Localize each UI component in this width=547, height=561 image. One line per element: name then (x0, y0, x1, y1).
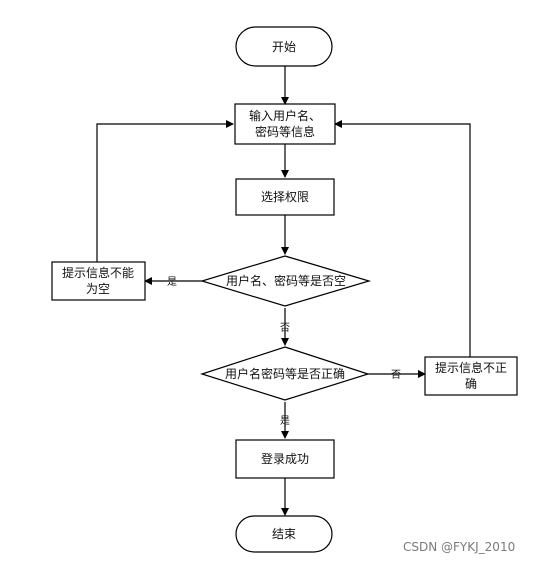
tip-empty-label-line1: 提示信息不能 (62, 265, 134, 280)
edge-label-no-correct: 否 (391, 369, 401, 381)
input-label-line1: 输入用户名、 (249, 108, 321, 123)
start-terminal (235, 26, 333, 67)
csdn-watermark: CSDN @FYKJ_2010 (403, 540, 515, 554)
end-label: 结束 (272, 527, 296, 541)
edge-tip-incorrect-to-input (334, 120, 471, 357)
select-permission-label: 选择权限 (261, 190, 309, 204)
end-terminal (235, 515, 333, 553)
tip-empty-label-line2: 为空 (86, 282, 110, 296)
login-success-label: 登录成功 (261, 451, 309, 466)
check-correct-decision (200, 346, 370, 401)
select-permission-process (235, 178, 335, 216)
tip-incorrect-label-line1: 提示信息不正 (435, 360, 507, 375)
edge-label-yes-correct: 是 (280, 415, 290, 427)
input-process (234, 103, 336, 145)
input-label-line2: 密码等信息 (255, 124, 315, 139)
check-empty-decision (199, 255, 372, 307)
tip-incorrect-label-line2: 确 (465, 377, 477, 391)
check-correct-label: 用户名密码等是否正确 (225, 366, 345, 381)
edge-tip-empty-to-input (96, 120, 234, 262)
tip-incorrect-process (424, 356, 518, 396)
tip-empty-process (51, 261, 146, 301)
edge-label-no-empty: 否 (280, 322, 290, 334)
start-label: 开始 (272, 40, 296, 54)
check-empty-label: 用户名、密码等是否空 (226, 273, 346, 288)
edge-label-yes-empty: 是 (167, 276, 177, 288)
login-success-process (235, 439, 335, 479)
